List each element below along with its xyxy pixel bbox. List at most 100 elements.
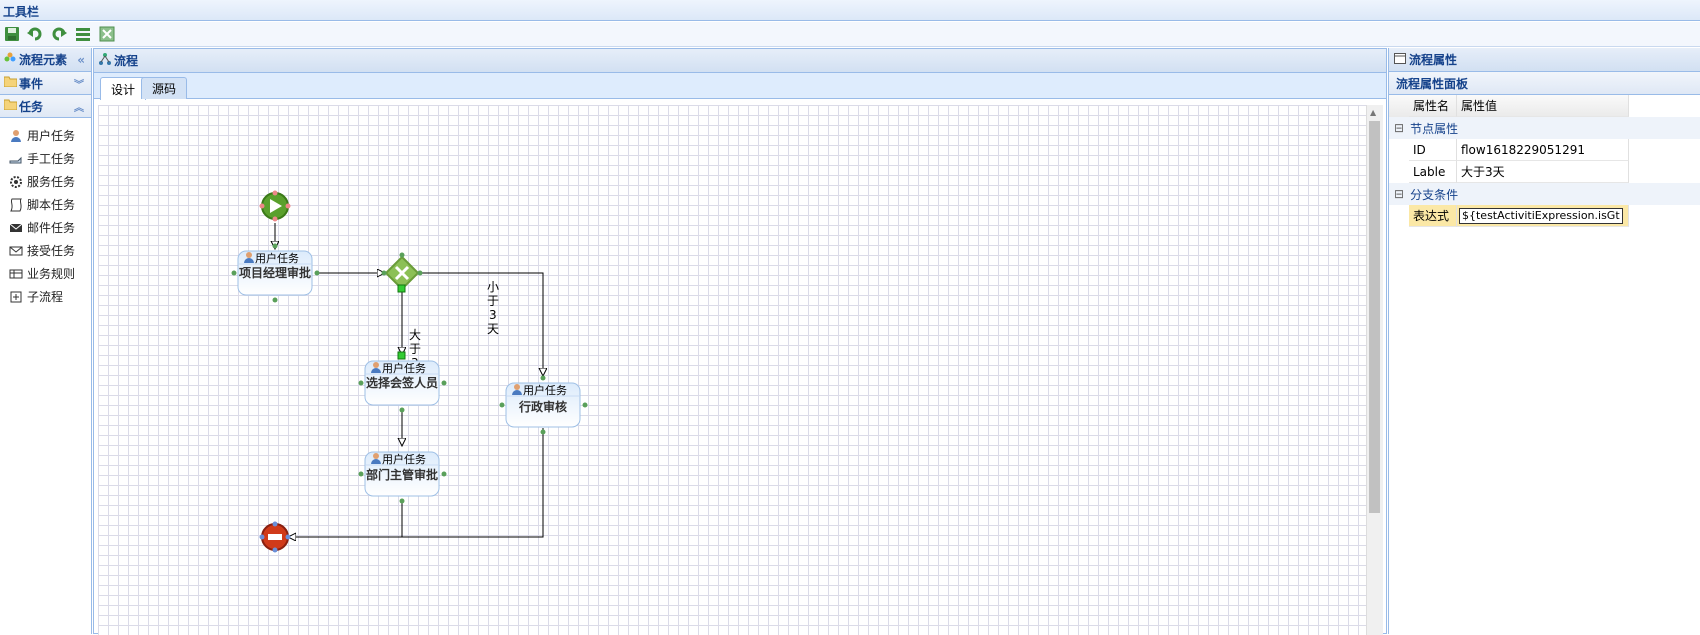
edge-label-char: 3 [489,308,497,322]
palette-script-task[interactable]: 脚本任务 [0,193,91,216]
exclusive-gateway[interactable] [381,252,423,360]
script-icon [9,198,23,212]
group-label: 节点属性 [1410,121,1459,136]
sequence-flows [275,223,543,537]
edge-label-char: 于 [409,342,421,356]
task-select-signers[interactable]: 用户任务 选择会签人员 [358,360,447,413]
chevron-down-icon[interactable]: ︾ [74,79,84,91]
task-name: 选择会签人员 [366,375,438,390]
prop-value[interactable]: flow1618229051291 [1457,139,1629,161]
center-panel: 流程 设计 源码 [93,48,1387,635]
prop-name: 表达式 [1409,205,1457,227]
chevron-up-icon[interactable]: ︽ [74,102,84,114]
palette-label: 接受任务 [27,244,76,258]
undo-icon [27,27,42,41]
accordion-events-label: 事件 [19,76,44,91]
task-name: 项目经理审批 [239,265,311,280]
accordion-events[interactable]: 事件 ︾ [0,72,91,95]
tab-design[interactable]: 设计 [100,77,147,100]
list-icon [76,28,90,41]
save-icon [5,27,19,41]
redo-icon [52,27,67,41]
palette-mail-task[interactable]: 邮件任务 [0,216,91,239]
vertical-scrollbar[interactable]: ▲ [1366,105,1383,635]
task-pm-approval[interactable]: 用户任务 项目经理审批 [231,243,320,303]
user-icon [244,252,254,263]
group-branch-conditions[interactable]: ⊟ 分支条件 [1389,183,1700,205]
user-icon [371,362,381,373]
task-dept-approval[interactable]: 用户任务 部门主管审批 [358,451,447,504]
hand-icon [9,152,23,166]
center-panel-header: 流程 [94,49,1386,73]
close-button[interactable] [98,25,116,43]
save-button[interactable] [3,25,21,43]
task-type-label: 用户任务 [255,251,299,265]
tab-bar: 设计 源码 [94,73,1386,100]
window-icon [1394,52,1406,67]
folder-open-icon [3,99,18,113]
palette-label: 子流程 [27,290,64,304]
folder-icon [3,76,18,90]
toolbar-title: 工具栏 [3,5,40,19]
list-button[interactable] [74,25,92,43]
prop-row-id[interactable]: ID flow1618229051291 [1389,139,1629,161]
prop-row-expression[interactable]: 表达式 [1389,205,1629,227]
palette-receive-task[interactable]: 接受任务 [0,239,91,262]
collapse-icon[interactable]: « [77,52,85,67]
left-panel: 流程元素 « 事件 ︾ 任务 ︽ 用户任务 手工任务 服务任务 脚本任务 邮件任… [0,48,92,634]
tab-source[interactable]: 源码 [141,77,188,99]
center-panel-title: 流程 [114,54,139,68]
collapse-minus-icon[interactable]: ⊟ [1394,187,1405,201]
plus-box-icon [9,290,23,304]
user-icon [512,384,522,395]
accordion-tasks[interactable]: 任务 ︽ [0,95,91,118]
redo-button[interactable] [50,25,68,43]
prop-value[interactable]: 大于3天 [1457,161,1629,183]
user-icon [9,129,23,143]
left-panel-header: 流程元素 « [0,48,91,72]
task-type-label: 用户任务 [523,383,567,397]
palette-label: 业务规则 [27,267,76,281]
flow-icon [99,53,111,68]
palette-service-task[interactable]: 服务任务 [0,170,91,193]
undo-button[interactable] [26,25,44,43]
design-canvas[interactable]: 大 于 3 天 小 于 3 天 [98,105,1366,635]
toolbar [0,22,1700,47]
palette-business-rule[interactable]: 业务规则 [0,262,91,285]
flow-dept-to-end[interactable] [288,500,403,537]
top-bar: 工具栏 [0,0,1700,21]
task-type-label: 用户任务 [382,361,426,375]
mail-filled-icon [9,221,23,235]
end-event[interactable] [259,521,291,553]
flow-admin-to-end[interactable] [402,428,544,538]
grid-header: 属性名 属性值 [1389,95,1629,117]
prop-row-label[interactable]: Lable 大于3天 [1389,161,1629,183]
palette-manual-task[interactable]: 手工任务 [0,147,91,170]
scroll-up-icon[interactable]: ▲ [1370,108,1377,117]
diagram-svg: 大 于 3 天 小 于 3 天 [231,190,588,553]
palette-label: 手工任务 [27,152,76,166]
palette-user-task[interactable]: 用户任务 [0,124,91,147]
group-label: 分支条件 [1410,187,1459,202]
palette-subprocess[interactable]: 子流程 [0,285,91,308]
scrollbar-thumb[interactable] [1369,121,1380,513]
edge-label-char: 天 [487,322,499,336]
grid-header-value: 属性值 [1457,95,1629,117]
prop-name: ID [1409,139,1457,161]
grid-header-name: 属性名 [1409,95,1457,117]
palette-label: 用户任务 [27,129,76,143]
flow-gateway-lt3[interactable] [418,272,543,376]
collapse-minus-icon[interactable]: ⊟ [1394,121,1405,135]
property-panel-header: 流程属性面板 [1389,72,1700,95]
edge-label-char: 于 [487,294,499,308]
task-admin-review[interactable]: 用户任务 行政审核 [499,375,588,435]
accordion-tasks-label: 任务 [19,99,44,114]
edge-label-char: 大 [409,328,421,342]
left-panel-title: 流程元素 [19,53,68,67]
close-icon [99,26,115,42]
start-event[interactable] [259,190,291,222]
table-icon [9,267,23,281]
group-node-props[interactable]: ⊟ 节点属性 [1389,117,1700,139]
expression-input[interactable] [1459,207,1623,224]
prop-name: Lable [1409,161,1457,183]
